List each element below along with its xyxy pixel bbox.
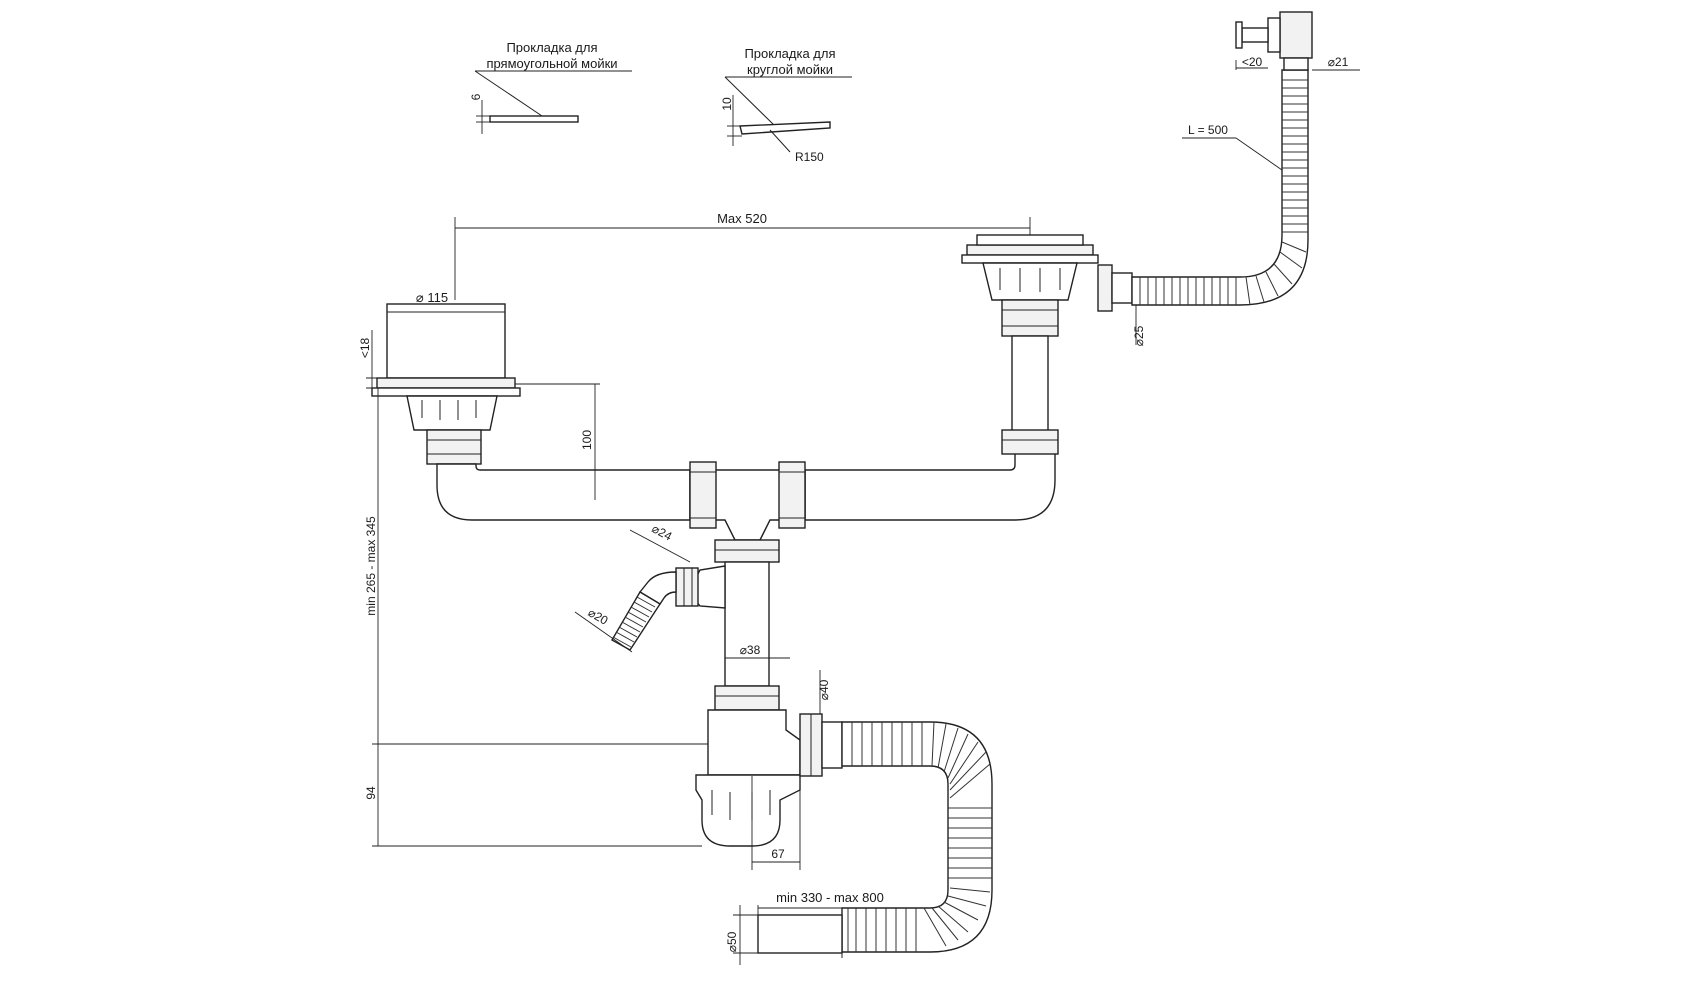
corrugated-outlet-hose: min 330 - max 800 ⌀50 xyxy=(725,721,993,965)
gasket-round-label-line1: Прокладка для xyxy=(744,46,835,61)
overflow-head-diameter: ⌀21 xyxy=(1328,55,1349,69)
gasket-rect-label-line1: Прокладка для xyxy=(506,40,597,55)
corrugated-length-label: min 330 - max 800 xyxy=(776,890,884,905)
down-pipe: ⌀24 ⌀20 ⌀38 xyxy=(574,521,790,687)
pipe-diameter: ⌀38 xyxy=(740,643,761,657)
gasket-round: Прокладка для круглой мойки 10 R150 xyxy=(720,46,852,164)
drop-height-label: 100 xyxy=(580,430,594,450)
left-bowl-height: <18 xyxy=(358,337,372,358)
right-sink-strainer: ⌀25 xyxy=(961,234,1146,455)
gasket-rect-thickness: 6 xyxy=(469,93,483,100)
gasket-round-radius: R150 xyxy=(795,150,824,164)
side-hose-diameter: ⌀20 xyxy=(586,605,611,628)
gasket-round-thickness: 10 xyxy=(720,97,734,111)
bottle-trap: ⌀40 67 xyxy=(695,670,843,870)
max-span-label: Max 520 xyxy=(717,211,767,226)
outlet-diameter: ⌀50 xyxy=(725,931,739,952)
side-outlet-diameter: ⌀24 xyxy=(650,521,675,543)
overall-height-label: min 265 - max 345 xyxy=(364,516,378,616)
gasket-round-label-line2: круглой мойки xyxy=(747,62,833,77)
trap-height-label: 94 xyxy=(364,786,378,800)
overflow-hose: <20 ⌀21 L = 500 xyxy=(1131,11,1360,306)
gasket-rect-label-line2: прямоугольной мойки xyxy=(486,56,617,71)
max-span-dimension: Max 520 xyxy=(454,211,1031,300)
left-bowl-diameter: ⌀ 115 xyxy=(416,290,448,305)
overflow-head-depth: <20 xyxy=(1242,55,1263,69)
overflow-hose-ribs xyxy=(1139,79,1308,306)
overflow-length: L = 500 xyxy=(1188,123,1228,137)
left-sink-strainer: ⌀ 115 <18 xyxy=(358,290,521,465)
trap-offset-label: 67 xyxy=(771,847,785,861)
cross-pipe: 100 xyxy=(436,383,1056,541)
trap-outlet-diameter: ⌀40 xyxy=(817,679,831,700)
gasket-rectangular: Прокладка для прямоугольной мойки 6 xyxy=(469,40,632,134)
left-height-dimensions: min 265 - max 345 94 xyxy=(364,387,708,847)
overflow-pipe-diameter: ⌀25 xyxy=(1132,325,1146,346)
